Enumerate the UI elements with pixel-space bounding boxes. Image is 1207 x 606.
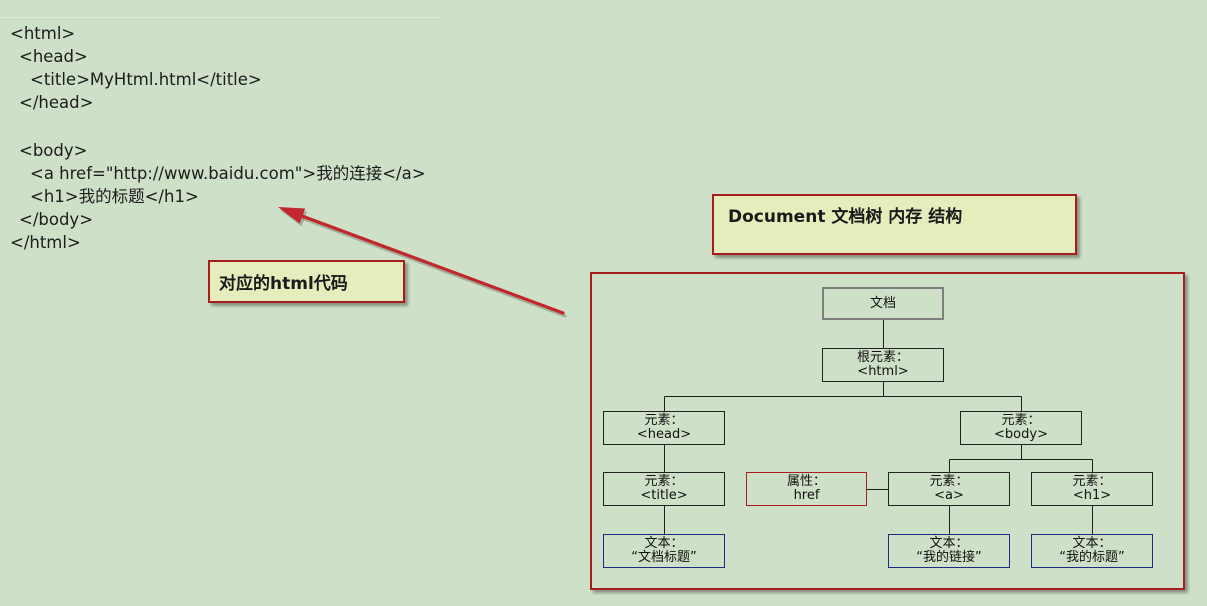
code-callout-label: 对应的html代码	[219, 274, 348, 294]
node-title: 元素： <title>	[603, 472, 725, 506]
node-kind: 文本：	[644, 536, 684, 551]
code-line-head-close: </head>	[19, 93, 94, 112]
node-head: 元素： <head>	[603, 411, 725, 445]
node-h1: 元素： <h1>	[1031, 472, 1153, 506]
node-kind: 元素：	[644, 474, 684, 489]
node-label: 文档	[869, 295, 896, 311]
code-line-html-open: <html>	[10, 24, 76, 43]
node-text-value: “我的标题”	[1059, 550, 1125, 565]
node-text-value: “文档标题”	[631, 550, 697, 565]
node-tag: <body>	[994, 427, 1048, 442]
node-kind: 文本：	[929, 536, 969, 551]
node-body: 元素： <body>	[960, 411, 1082, 445]
node-kind: 元素：	[1001, 413, 1041, 428]
arrow-shadow	[302, 217, 567, 318]
code-line-head-open: <head>	[19, 47, 88, 66]
node-text-value: “我的链接”	[916, 550, 982, 565]
node-tag: <head>	[636, 427, 692, 442]
code-line-body-open: <body>	[19, 141, 88, 160]
node-title-text: 文本： “文档标题”	[603, 534, 725, 568]
code-line-h1: <h1>我的标题</h1>	[30, 187, 199, 206]
top-divider	[0, 17, 440, 18]
node-kind: 根元素：	[856, 350, 909, 365]
node-a: 元素： <a>	[888, 472, 1010, 506]
node-attr-name: href	[793, 488, 820, 503]
code-line-html-close: </html>	[10, 233, 81, 252]
node-kind: 元素：	[929, 474, 969, 489]
node-document: 文档	[822, 287, 944, 320]
tree-callout-label: Document 文档树 内存 结构	[728, 207, 963, 227]
code-callout: 对应的html代码	[208, 260, 405, 303]
node-kind: 元素：	[1072, 474, 1112, 489]
node-html: 根元素： <html>	[822, 348, 944, 382]
code-line-body-close: </body>	[19, 210, 94, 229]
tree-callout: Document 文档树 内存 结构	[712, 194, 1077, 255]
pointer-arrow-head	[278, 207, 306, 224]
pointer-arrow-shaft	[300, 214, 565, 315]
node-tag: <title>	[640, 488, 688, 503]
node-kind: 属性：	[786, 474, 826, 489]
dom-tree-frame	[590, 272, 1185, 590]
node-kind: 文本：	[1072, 536, 1112, 551]
code-line-title: <title>MyHtml.html</title>	[30, 70, 262, 89]
node-tag: <h1>	[1072, 488, 1112, 503]
node-tag: <a>	[934, 488, 964, 503]
node-h1-text: 文本： “我的标题”	[1031, 534, 1153, 568]
node-a-text: 文本： “我的链接”	[888, 534, 1010, 568]
code-line-anchor: <a href="http://www.baidu.com">我的连接</a>	[30, 164, 426, 183]
node-kind: 元素：	[644, 413, 684, 428]
node-tag: <html>	[857, 364, 909, 379]
node-href-attribute: 属性： href	[746, 472, 867, 506]
